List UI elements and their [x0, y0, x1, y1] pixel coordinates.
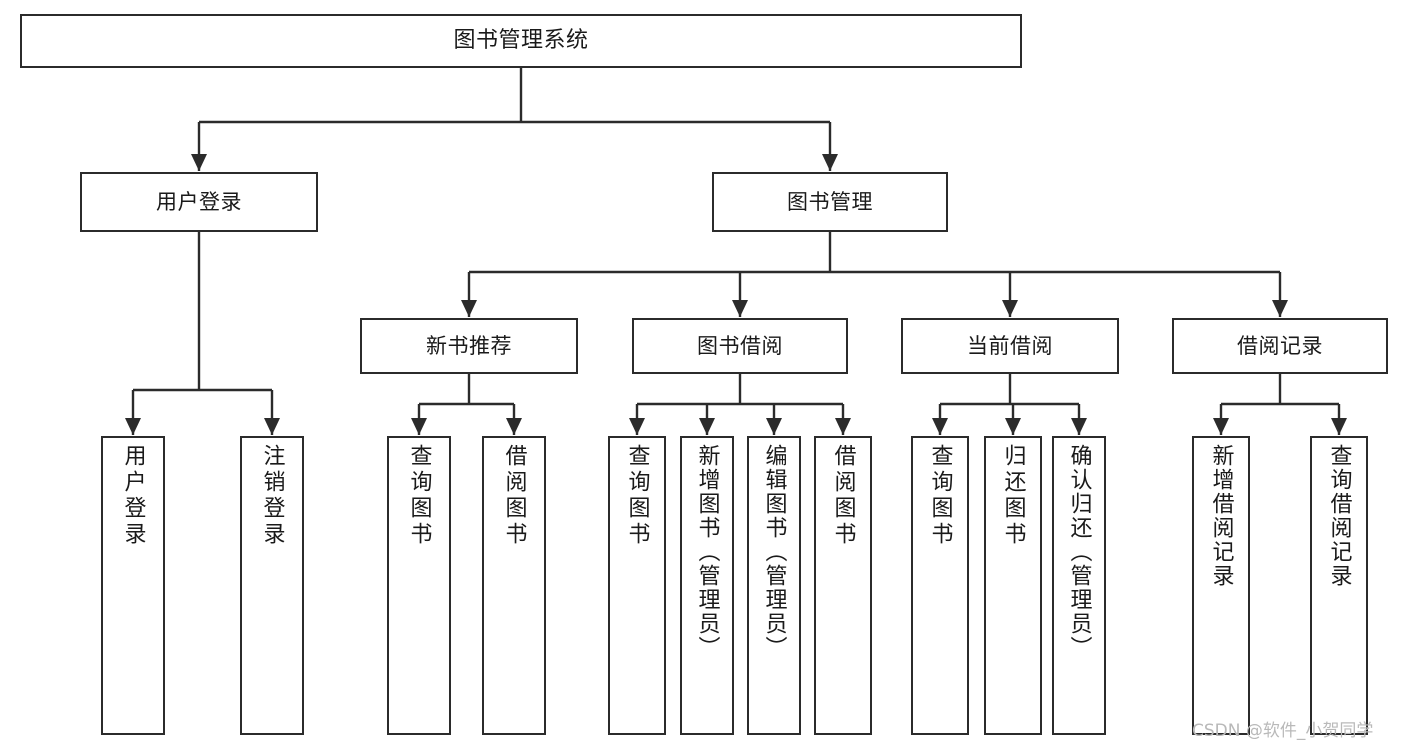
leaf-node-query-book-current[interactable]: 查询图书	[911, 436, 969, 735]
node-label: 用户登录	[120, 444, 146, 548]
node-borrow-record[interactable]: 借阅记录	[1172, 318, 1388, 374]
node-label: 借阅记录	[1237, 333, 1323, 358]
node-label: 查询图书	[624, 444, 650, 548]
node-label: 图书管理	[787, 189, 873, 214]
node-label: 查询图书	[927, 444, 953, 548]
leaf-node-borrow-book-borrow[interactable]: 借阅图书	[814, 436, 872, 735]
node-label: 编辑图书（管理员）	[761, 444, 787, 660]
leaf-node-user-logout[interactable]: 注销登录	[240, 436, 304, 735]
node-book-manage[interactable]: 图书管理	[712, 172, 948, 232]
node-book-borrow[interactable]: 图书借阅	[632, 318, 848, 374]
leaf-node-query-borrow-record[interactable]: 查询借阅记录	[1310, 436, 1368, 735]
node-label: 查询图书	[406, 444, 432, 548]
node-label: 归还图书	[1000, 444, 1026, 548]
leaf-node-add-book-admin[interactable]: 新增图书（管理员）	[680, 436, 734, 735]
node-root-system[interactable]: 图书管理系统	[20, 14, 1022, 68]
node-label: 新增借阅记录	[1208, 444, 1234, 588]
node-label: 新书推荐	[426, 333, 512, 358]
node-label: 确认归还（管理员）	[1066, 444, 1092, 660]
leaf-node-user-login[interactable]: 用户登录	[101, 436, 165, 735]
node-user-login[interactable]: 用户登录	[80, 172, 318, 232]
node-label: 注销登录	[259, 444, 285, 548]
node-label: 用户登录	[156, 189, 242, 214]
node-current-borrow[interactable]: 当前借阅	[901, 318, 1119, 374]
node-label: 图书管理系统	[453, 28, 589, 54]
node-label: 新增图书（管理员）	[694, 444, 720, 660]
node-label: 当前借阅	[967, 333, 1053, 358]
node-label: 借阅图书	[501, 444, 527, 548]
node-label: 图书借阅	[697, 333, 783, 358]
leaf-node-query-book-borrow[interactable]: 查询图书	[608, 436, 666, 735]
leaf-node-add-borrow-record[interactable]: 新增借阅记录	[1192, 436, 1250, 735]
leaf-node-query-book-recommend[interactable]: 查询图书	[387, 436, 451, 735]
leaf-node-edit-book-admin[interactable]: 编辑图书（管理员）	[747, 436, 801, 735]
node-new-book-recommend[interactable]: 新书推荐	[360, 318, 578, 374]
leaf-node-borrow-book-recommend[interactable]: 借阅图书	[482, 436, 546, 735]
node-label: 借阅图书	[830, 444, 856, 548]
leaf-node-confirm-return-admin[interactable]: 确认归还（管理员）	[1052, 436, 1106, 735]
leaf-node-return-book[interactable]: 归还图书	[984, 436, 1042, 735]
node-label: 查询借阅记录	[1326, 444, 1352, 588]
csdn-watermark: CSDN @软件_小贺同学	[1192, 721, 1374, 741]
